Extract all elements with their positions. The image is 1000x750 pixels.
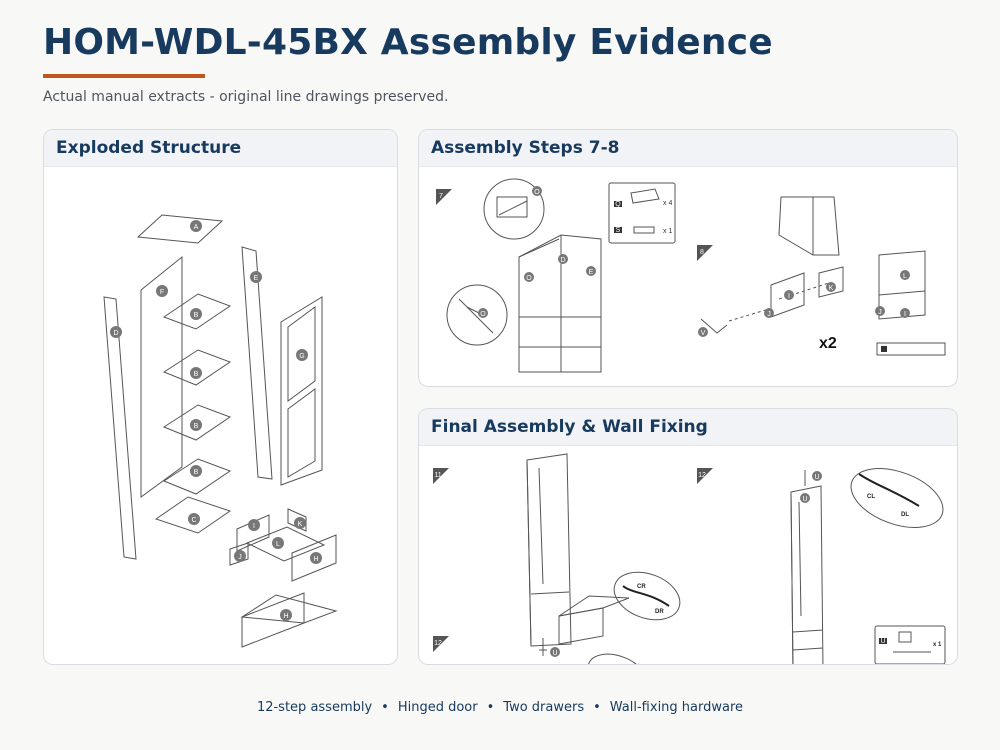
- label-b4: B: [194, 469, 199, 476]
- label-l: L: [276, 541, 280, 548]
- label-s: S: [616, 227, 621, 234]
- label-a: A: [194, 224, 199, 231]
- label-h1: H: [313, 556, 318, 563]
- cabinet-step11: [526, 453, 572, 647]
- exploded-structure-title: Exploded Structure: [44, 130, 397, 167]
- label-u: U: [814, 474, 819, 481]
- part-b3: [162, 404, 232, 441]
- label-v: V: [701, 330, 706, 337]
- part-k: [287, 508, 307, 532]
- part-h1: [291, 534, 337, 582]
- step-7-number: 7: [439, 193, 443, 200]
- wall-fixing-hardware-box: [874, 625, 946, 664]
- step-8-number: 8: [700, 249, 704, 256]
- part-e: [241, 246, 273, 480]
- page-subtitle: Actual manual extracts - original line d…: [43, 89, 449, 105]
- label-b2: B: [194, 371, 199, 378]
- label-i-shelf: I: [904, 311, 906, 318]
- part-a: [136, 214, 224, 244]
- footer-separator: •: [486, 700, 495, 715]
- step-11-number: 11: [434, 472, 441, 479]
- footer-separator: •: [381, 700, 389, 715]
- screw-detail-circle: [446, 284, 508, 346]
- footer-item-door: Hinged door: [397, 700, 478, 715]
- part-g: [280, 296, 323, 486]
- label-u-box: U: [880, 638, 885, 645]
- part-f: [140, 255, 183, 498]
- step-12-number-right: 12: [698, 472, 706, 479]
- part-i: [236, 514, 270, 552]
- final-assembly-drawing: 11 12 12 U U U U CR DR CL DL x 1: [433, 453, 946, 664]
- label-k: K: [298, 521, 303, 528]
- footer-features: 12-step assembly • Hinged door • Two drawers…: [0, 700, 1000, 715]
- step-12-number-left: 12: [434, 640, 442, 647]
- final-assembly-panel: Final Assembly & Wall Fixing: [418, 408, 958, 665]
- part-d: [103, 296, 137, 560]
- label-cr: CR: [637, 584, 646, 590]
- exploded-structure-panel: Exploded Structure: [43, 129, 398, 665]
- cabinet-step7: [518, 234, 602, 373]
- assembly-steps-panel: Assembly Steps 7-8: [418, 129, 958, 387]
- label-k: K: [829, 285, 834, 292]
- footer-separator: •: [593, 700, 601, 715]
- hinge-detail-circle: [483, 178, 545, 240]
- rail-detail-right: [613, 571, 681, 621]
- page-title: HOM-WDL-45BX Assembly Evidence: [43, 22, 773, 63]
- label-f: F: [160, 289, 164, 296]
- label-e: E: [589, 269, 594, 276]
- part-l: [245, 526, 326, 562]
- label-dl: DL: [901, 512, 909, 518]
- label-d: D: [560, 257, 565, 264]
- footer-item-drawers: Two drawers: [503, 700, 585, 715]
- label-g: G: [299, 353, 304, 360]
- label-u-bottom: U: [552, 650, 557, 657]
- label-i: I: [788, 293, 790, 300]
- assembly-steps-title: Assembly Steps 7-8: [419, 130, 957, 167]
- label-o-detail: O: [480, 311, 486, 318]
- label-j: J: [767, 311, 771, 318]
- label-c: C: [191, 517, 196, 524]
- rail-detail-left: [850, 468, 944, 528]
- label-i: I: [253, 523, 255, 530]
- footer-item-steps: 12-step assembly: [256, 700, 373, 715]
- label-h2: H: [283, 613, 288, 620]
- label-q: Q: [615, 201, 621, 208]
- part-c: [154, 496, 232, 534]
- label-dr: DR: [655, 609, 664, 615]
- label-cl: CL: [867, 494, 875, 500]
- qty-u: x 1: [933, 642, 942, 648]
- part-j: [229, 542, 249, 566]
- final-assembly-title: Final Assembly & Wall Fixing: [419, 409, 957, 446]
- label-j: J: [238, 554, 242, 561]
- label-e: E: [254, 275, 259, 282]
- label-b3: B: [194, 423, 199, 430]
- label-j-shelf: J: [878, 309, 882, 316]
- label-l: L: [903, 273, 907, 280]
- label-u-top: U: [802, 496, 807, 503]
- label-d: D: [113, 330, 118, 337]
- qty-s: x 1: [663, 228, 672, 235]
- part-b2: [162, 349, 232, 386]
- label-b1: B: [194, 312, 199, 319]
- qty-q: x 4: [663, 200, 672, 207]
- label-o-cabinet: O: [526, 275, 532, 282]
- cabinet-step12: [790, 485, 824, 664]
- step-8-multiplier: x2: [819, 335, 837, 352]
- part-b1: [162, 293, 232, 330]
- label-o: O: [534, 189, 540, 196]
- part-b4: [162, 458, 232, 495]
- hardware-box: [608, 182, 676, 244]
- title-accent-bar: [43, 74, 205, 78]
- assembly-steps-drawing: 7 8 O O O D E I K J L I J V Q S x 4 x 1 …: [436, 178, 946, 373]
- exploded-structure-drawing: A D F B B B B C E G I K L J H H: [103, 214, 338, 648]
- footer-item-hardware: Wall-fixing hardware: [609, 700, 744, 715]
